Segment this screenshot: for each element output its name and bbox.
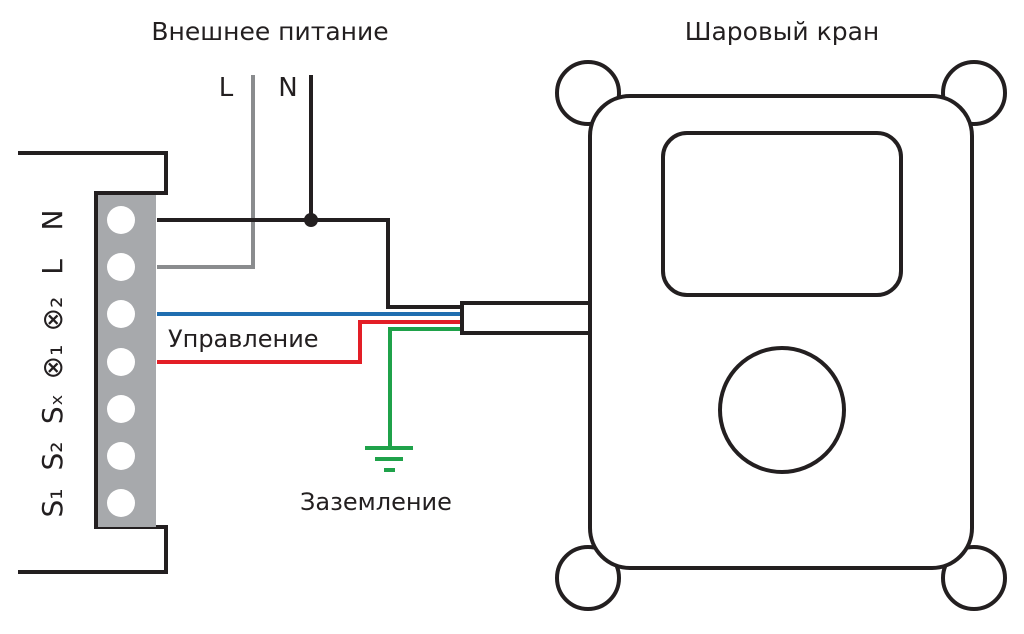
terminal-label: N [36, 210, 69, 231]
control-label: Управление [168, 325, 319, 353]
terminal-labels: S₁ S₂ Sₓ ⊗₁ ⊗₂ L N [36, 210, 69, 518]
power-label: Внешнее питание [151, 17, 388, 46]
terminal-label: S₂ [36, 442, 69, 471]
terminal-label: ⊗₁ [36, 345, 69, 380]
terminal-screw [107, 348, 135, 376]
neutral-label: N [278, 73, 297, 103]
line-label: L [219, 73, 234, 103]
junction-dot [304, 213, 318, 227]
terminal-screw [107, 253, 135, 281]
terminal-screw [107, 300, 135, 328]
terminal-screw [107, 442, 135, 470]
line-wire [157, 75, 255, 269]
ball-valve [555, 60, 1007, 611]
valve-window [661, 131, 903, 297]
controller-housing [18, 151, 168, 574]
cable [460, 301, 592, 335]
terminal-screw [107, 206, 135, 234]
terminal-label: S₁ [36, 489, 69, 518]
terminal-label: ⊗₂ [36, 297, 69, 332]
terminal-label: Sₓ [36, 394, 69, 424]
mount-lug [941, 545, 1007, 611]
ground-label: Заземление [300, 488, 452, 516]
ground-wire [388, 327, 462, 448]
valve-knob [718, 346, 846, 474]
control-wire-red [157, 320, 462, 364]
valve-label: Шаровый кран [685, 17, 880, 46]
terminal-screw [107, 395, 135, 423]
terminal-screws [107, 206, 135, 517]
neutral-wire [157, 218, 462, 309]
terminal-screw [107, 489, 135, 517]
mount-lug [555, 545, 621, 611]
ground-icon [365, 446, 413, 472]
terminal-label: L [36, 259, 69, 275]
